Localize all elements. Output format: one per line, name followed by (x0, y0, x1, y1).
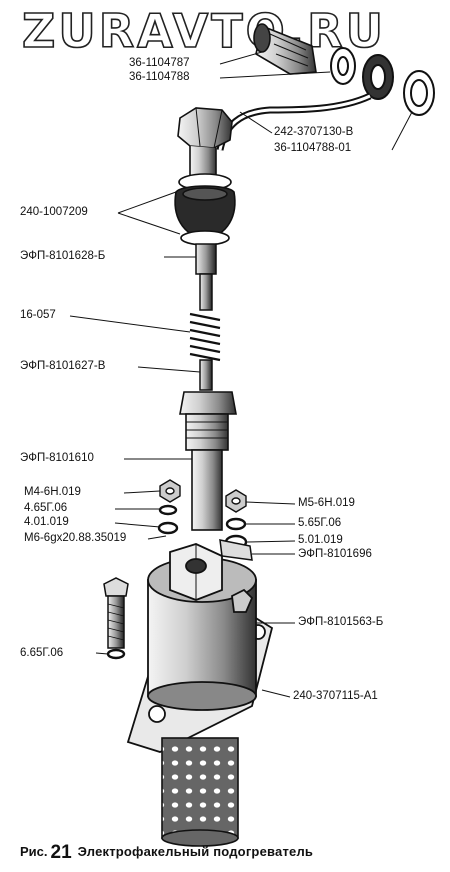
nozzle-body (179, 391, 237, 531)
label-6-65g-06: 6.65Г.06 (20, 647, 64, 659)
label-5-65g-06: 5.65Г.06 (298, 517, 342, 529)
housing (126, 543, 274, 753)
leader-lines (69, 51, 413, 698)
label-36-1104788-01: 36-1104788-01 (274, 142, 352, 154)
spring (189, 312, 221, 362)
label-4-01-019: 4.01.019 (24, 516, 69, 528)
label-efp-8101696: ЭФП-8101696 (298, 548, 372, 560)
caption-title: Электрофакельный подогреватель (77, 844, 314, 859)
perforated-tube (161, 737, 239, 847)
label-m6-bolt: М6-6gх20.88.35019 (24, 532, 127, 544)
label-240-3707115-a1: 240-3707115-А1 (293, 690, 378, 702)
filter-rod (199, 359, 213, 391)
label-4-65g-06: 4.65Г.06 (24, 502, 68, 514)
nozzle-gaskets (174, 173, 236, 246)
label-5-01-019: 5.01.019 (298, 534, 343, 546)
label-efp-8101628-b: ЭФП-8101628-Б (20, 250, 106, 262)
valve-stem (195, 243, 217, 311)
label-efp-8101563-b: ЭФП-8101563-Б (298, 616, 384, 628)
figure-caption: Рис.21 Электрофакельный подогреватель (20, 842, 313, 864)
sealing-washers (330, 47, 435, 116)
label-36-1104788: 36-1104788 (129, 71, 190, 83)
top-nut (177, 107, 233, 177)
label-m5-6n-019: М5-6Н.019 (298, 497, 355, 509)
label-efp-8101627-v: ЭФП-8101627-В (20, 360, 106, 372)
label-m4-6n-019: М4-6Н.019 (24, 486, 81, 498)
caption-number: 21 (50, 842, 72, 863)
label-36-1104787: 36-1104787 (129, 57, 190, 69)
label-16-057: 16-057 (20, 309, 56, 321)
banjo-bolt (253, 23, 317, 75)
watermark-logo: ZURAVTO.RU (21, 3, 386, 59)
caption-prefix: Рис. (20, 844, 48, 859)
terminal-bracket (219, 539, 253, 561)
label-240-1007209: 240-1007209 (20, 206, 88, 218)
label-efp-8101610: ЭФП-8101610 (20, 452, 94, 464)
label-242-3707130-v: 242-3707130-В (274, 126, 354, 138)
mounting-bolt (103, 577, 129, 660)
